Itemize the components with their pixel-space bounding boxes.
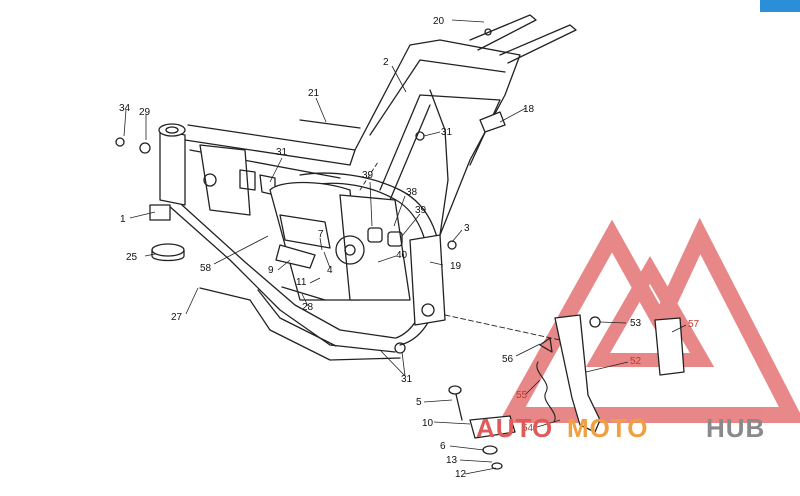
callout-labels: 20 2 21 18 31 34 29 31 39 38 39 1 7 3 40 25 19 58 9 4 11 27 28… bbox=[119, 16, 700, 480]
watermark-logo bbox=[498, 217, 800, 423]
corner-badge bbox=[760, 0, 800, 12]
callout-label-40: 40 bbox=[396, 250, 408, 261]
callout-label-25: 25 bbox=[126, 252, 138, 263]
callout-label-11: 11 bbox=[296, 277, 307, 288]
callout-label-3: 3 bbox=[464, 223, 470, 234]
callout-label-18: 18 bbox=[523, 104, 535, 115]
callout-label-29: 29 bbox=[139, 107, 151, 118]
callout-label-54: 54 bbox=[522, 423, 534, 434]
callout-label-55: 55 bbox=[516, 390, 528, 401]
callout-label-19: 19 bbox=[450, 261, 462, 272]
watermark-word-moto: MOTO bbox=[567, 413, 649, 443]
callout-label-10: 10 bbox=[422, 418, 434, 429]
callout-label-12: 12 bbox=[455, 469, 467, 480]
callout-label-27: 27 bbox=[171, 312, 183, 323]
callout-label-53: 53 bbox=[630, 318, 642, 329]
callout-label-31: 31 bbox=[401, 374, 413, 385]
callout-label-1: 1 bbox=[120, 214, 126, 225]
callout-label-39: 39 bbox=[362, 170, 374, 181]
callout-label-31: 31 bbox=[276, 147, 288, 158]
callout-label-6: 6 bbox=[440, 441, 446, 452]
callout-label-9: 9 bbox=[268, 265, 274, 276]
callout-label-20: 20 bbox=[433, 16, 445, 27]
callout-label-34: 34 bbox=[119, 103, 131, 114]
callout-label-5: 5 bbox=[416, 397, 422, 408]
callout-label-52: 52 bbox=[630, 356, 642, 367]
leader-lines bbox=[123, 19, 687, 475]
callout-label-58: 58 bbox=[200, 263, 212, 274]
callout-label-13: 13 bbox=[446, 455, 458, 466]
watermark-text: AUTO MOTO HUB bbox=[476, 413, 765, 443]
callout-label-57: 57 bbox=[688, 319, 700, 330]
callout-label-56: 56 bbox=[502, 354, 514, 365]
callout-label-28: 28 bbox=[302, 302, 314, 313]
callout-label-21: 21 bbox=[308, 88, 320, 99]
watermark-word-hub: HUB bbox=[706, 413, 765, 443]
callout-label-2: 2 bbox=[383, 57, 389, 68]
callout-label-4: 4 bbox=[327, 265, 333, 276]
watermark-word-auto: AUTO bbox=[476, 413, 553, 443]
motorcycle-frame bbox=[115, 14, 685, 470]
callout-label-39: 39 bbox=[415, 205, 427, 216]
callout-label-38: 38 bbox=[406, 187, 418, 198]
callout-label-31: 31 bbox=[441, 127, 453, 138]
callout-label-7: 7 bbox=[318, 229, 324, 240]
